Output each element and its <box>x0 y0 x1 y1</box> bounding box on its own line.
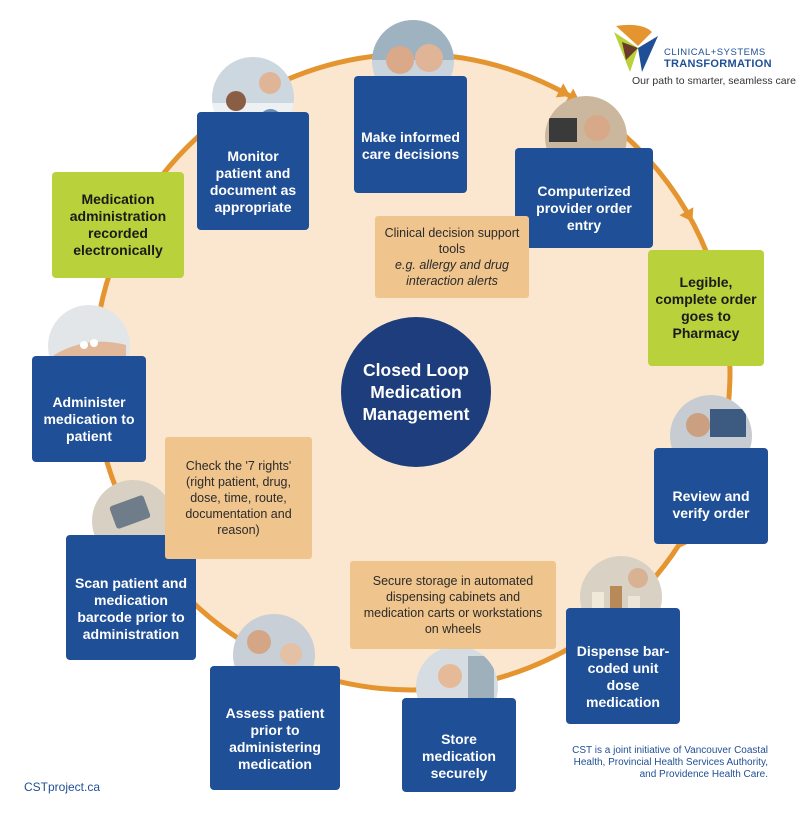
center-title: Closed Loop Medication Management <box>341 317 491 467</box>
flow-arrowhead <box>679 207 694 222</box>
step-label: Assess patient prior to administering me… <box>225 705 325 772</box>
step-store-medication-securely: Store medication securely <box>402 698 516 792</box>
step-label: Scan patient and medication barcode prio… <box>74 574 188 642</box>
logo-line1: CLINICAL+SYSTEMS <box>664 47 766 58</box>
diagram-title: Closed Loop Medication Management <box>362 360 470 424</box>
step-administer-medication: Administer medication to patient <box>32 356 146 462</box>
step-make-informed-care-decisions: Make informed care decisions <box>354 76 467 193</box>
note-text: Secure storage in automated dispensing c… <box>363 574 543 636</box>
cst-logo-icon <box>614 24 658 72</box>
logo-line2: TRANSFORMATION <box>664 58 772 70</box>
step-monitor-patient: Monitor patient and document as appropri… <box>197 112 309 230</box>
step-label: Computerized provider order entry <box>536 182 632 233</box>
step-label: Administer medication to patient <box>43 393 135 444</box>
step-label: Review and verify order <box>672 488 750 521</box>
step-label: Monitor patient and document as appropri… <box>209 148 297 215</box>
step-label: Dispense bar-coded unit dose medication <box>576 643 670 710</box>
note-seven-rights: Check the '7 rights' (right patient, dru… <box>165 437 312 559</box>
note-secure-storage: Secure storage in automated dispensing c… <box>350 561 556 649</box>
step-review-and-verify-order: Review and verify order <box>654 448 768 544</box>
step-dispense-bar-coded-unit-dose: Dispense bar-coded unit dose medication <box>566 608 680 724</box>
flow-arrowhead <box>555 83 571 98</box>
footer-site-link[interactable]: CSTproject.ca <box>24 780 101 794</box>
step-label: Make informed care decisions <box>361 128 460 162</box>
note-line: Clinical decision support tools <box>384 226 520 256</box>
step-label: Store medication securely <box>422 730 496 781</box>
step-label: Legible, complete order goes to Pharmacy <box>655 274 757 341</box>
step-legible-complete-order: Legible, complete order goes to Pharmacy <box>648 250 764 366</box>
step-label: Medication administration recorded elect… <box>69 191 167 258</box>
step-medication-administration-recorded: Medication administration recorded elect… <box>52 172 184 278</box>
logo-tagline: Our path to smarter, seamless care <box>632 75 796 87</box>
note-text: Check the '7 rights' (right patient, dru… <box>185 459 292 537</box>
note-line-italic: e.g. allergy and drug interaction alerts <box>395 258 509 288</box>
step-computerized-provider-order-entry: Computerized provider order entry <box>515 148 653 248</box>
note-decision-support: Clinical decision support tools e.g. all… <box>375 216 529 298</box>
footer-credit: CST is a joint initiative of Vancouver C… <box>572 745 768 780</box>
step-assess-patient: Assess patient prior to administering me… <box>210 666 340 790</box>
